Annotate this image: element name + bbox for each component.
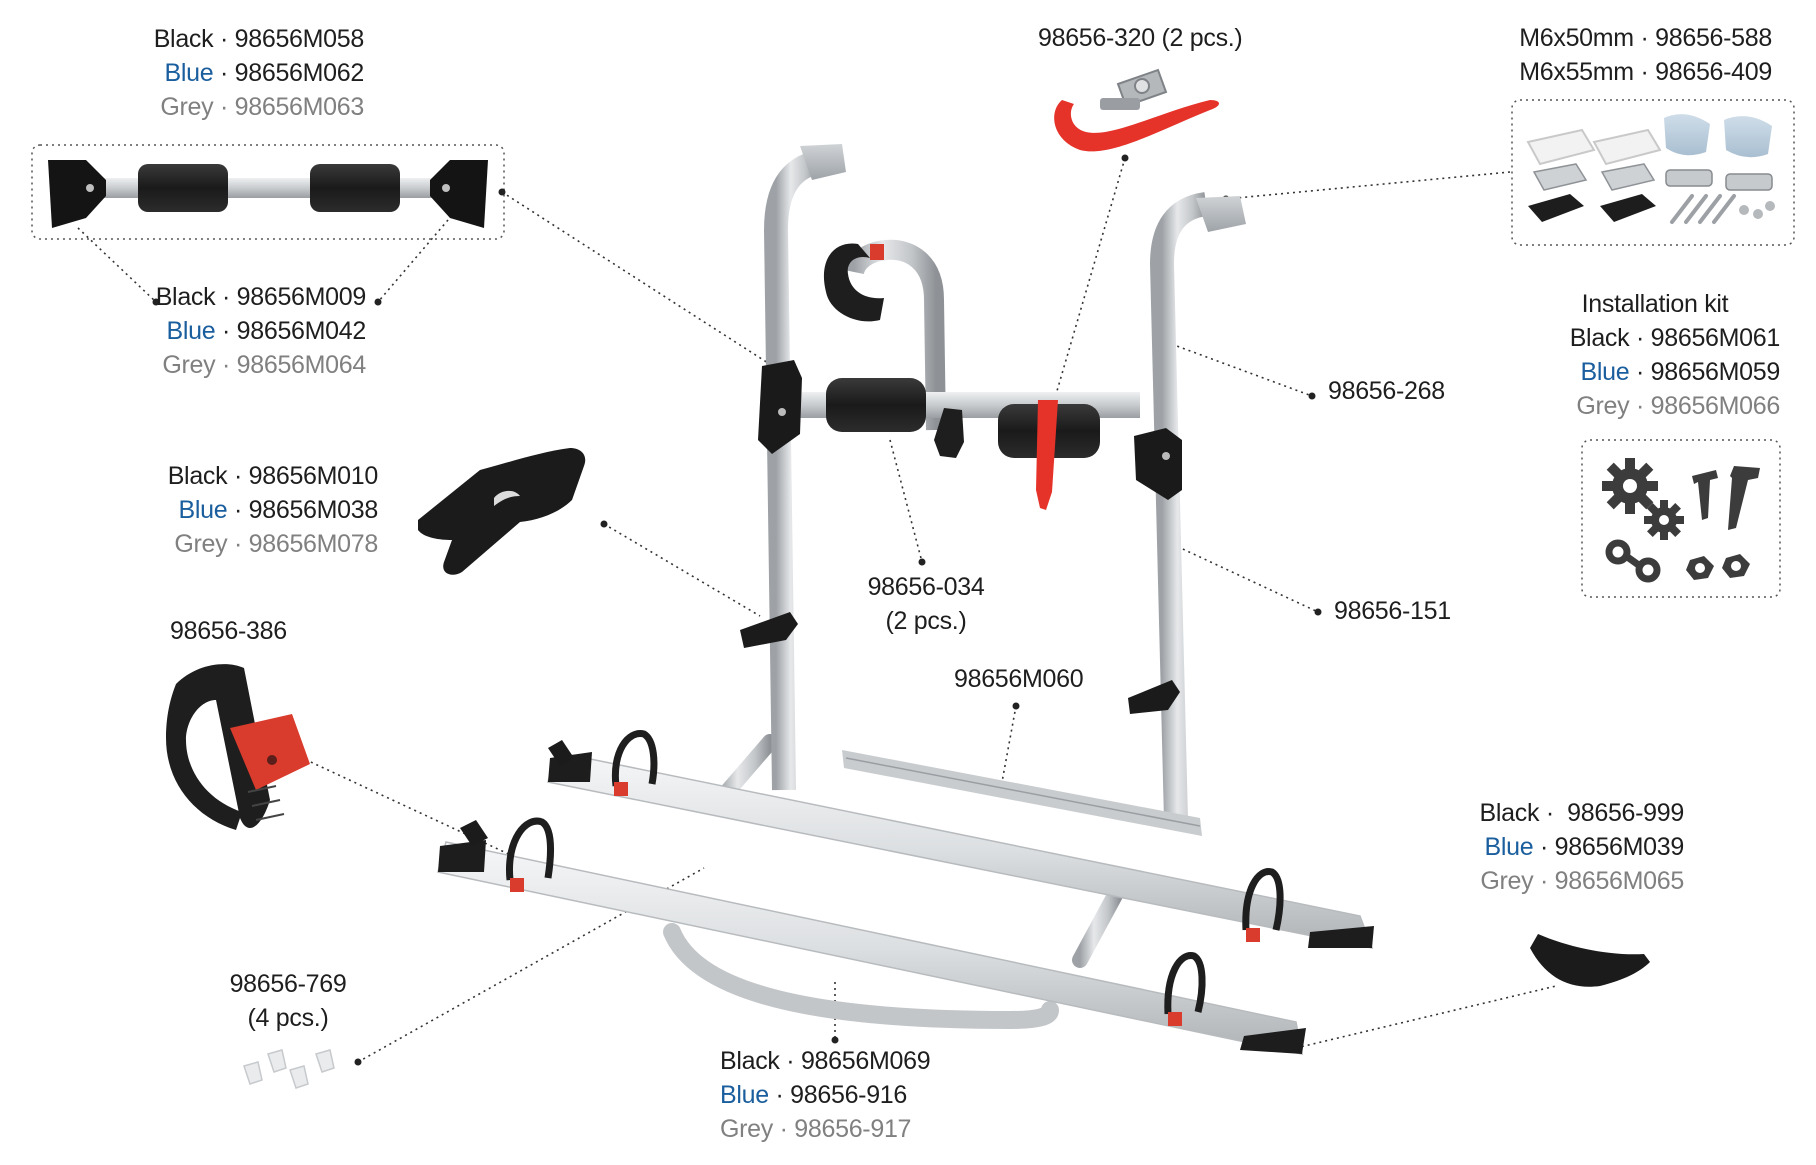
bar-ends-blue-code: · 98656M042 xyxy=(215,317,366,345)
end-caps-illustration xyxy=(243,1049,335,1089)
bike-carrier-frame-illustration xyxy=(437,144,1374,1055)
top-bar-label: Black · 98656M058 Blue · 98656M062 Grey … xyxy=(120,22,365,124)
top-bar-black-code: Black · 98656M058 xyxy=(153,25,365,53)
chain-link-icon xyxy=(1605,539,1661,583)
bar-ends-black-code: Black · 98656M009 xyxy=(155,283,367,311)
buckle-strap-label: 98656-320 (2 pcs.) xyxy=(1038,21,1243,55)
installation-kit-grey-code: Grey · 98656M066 xyxy=(1576,392,1780,420)
mounting-kit-group-frame xyxy=(1511,99,1795,246)
installation-kit-group-frame xyxy=(1581,439,1781,598)
rail-stopper-blue-code: · 98656M039 xyxy=(1533,833,1684,861)
bar-ends-grey-code: Grey · 98656M064 xyxy=(162,351,366,379)
installation-kit-blue-line: Blue · 98656M059 xyxy=(1530,355,1780,389)
installation-kit-blue-word: Blue xyxy=(1580,358,1630,386)
bar-ends-label: Black · 98656M009 Blue · 98656M042 Grey … xyxy=(122,280,367,382)
lower-frame-blue-code: · 98656-916 xyxy=(768,1081,908,1109)
wheel-strap-illustration xyxy=(166,664,310,830)
foam-pads-label: 98656-034 (2 pcs.) xyxy=(846,570,1006,638)
wheel-holder-blue-line: Blue · 98656M038 xyxy=(134,493,378,527)
lower-frame-blue-word: Blue xyxy=(720,1081,769,1109)
rail-stopper-illustration xyxy=(1530,934,1650,987)
wheel-holder-blue-code: · 98656M038 xyxy=(227,496,378,524)
gear-icon xyxy=(1602,458,1684,540)
lower-frame-blue-line: Blue · 98656-916 xyxy=(720,1078,930,1112)
screws-m6x55-code: M6x55mm · 98656-409 xyxy=(1519,58,1772,86)
rail-stopper-blue-line: Blue · 98656M039 xyxy=(1440,830,1684,864)
rail-stopper-blue-word: Blue xyxy=(1484,833,1534,861)
top-bar-blue-line: Blue · 98656M062 xyxy=(120,56,364,90)
end-caps-qty: (4 pcs.) xyxy=(247,1004,329,1032)
foam-pads-qty: (2 pcs.) xyxy=(885,607,967,635)
lower-frame-grey-code: Grey · 98656-917 xyxy=(720,1115,912,1143)
wheel-strap-code: 98656-386 xyxy=(170,617,287,645)
screw-icon xyxy=(1692,466,1760,530)
rail-stopper-black-code: Black · 98656-999 xyxy=(1479,799,1685,827)
wheel-holder-illustration xyxy=(418,448,586,575)
installation-kit-label: Installation kit Black · 98656M061 Blue … xyxy=(1530,287,1781,423)
buckle-strap-illustration xyxy=(1054,68,1219,152)
rail-stopper-grey-code: Grey · 98656M065 xyxy=(1480,867,1684,895)
nut-icon xyxy=(1686,554,1750,580)
buckle-strap-code: 98656-320 (2 pcs.) xyxy=(1038,24,1243,52)
end-caps-code: 98656-769 xyxy=(229,970,347,998)
top-bar-grey-code: Grey · 98656M063 xyxy=(160,93,364,121)
leader-lines xyxy=(77,157,1557,1063)
rail-stopper-label: Black · 98656-999 Blue · 98656M039 Grey … xyxy=(1440,796,1685,898)
lower-tube-label: 98656-151 xyxy=(1334,594,1451,628)
mounting-kit-parts-illustration xyxy=(1526,114,1775,224)
rail-connector-code: 98656M060 xyxy=(954,665,1084,693)
top-bar-group-frame xyxy=(31,144,505,240)
screws-label: M6x50mm · 98656-588 M6x55mm · 98656-409 xyxy=(1500,21,1772,89)
upper-tube-label: 98656-268 xyxy=(1328,374,1445,408)
wheel-holder-grey-code: Grey · 98656M078 xyxy=(174,530,378,558)
top-bar-blue-word: Blue xyxy=(164,59,214,87)
wheel-holder-label: Black · 98656M010 Blue · 98656M038 Grey … xyxy=(134,459,379,561)
bar-ends-blue-line: Blue · 98656M042 xyxy=(122,314,366,348)
end-caps-label: 98656-769 (4 pcs.) xyxy=(208,967,368,1035)
rail-connector-label: 98656M060 xyxy=(954,662,1084,696)
lower-tube-code: 98656-151 xyxy=(1334,597,1451,625)
top-bar-part-illustration xyxy=(48,160,488,228)
installation-kit-blue-code: · 98656M059 xyxy=(1629,358,1780,386)
installation-kit-black-code: Black · 98656M061 xyxy=(1569,324,1781,352)
wheel-holder-black-code: Black · 98656M010 xyxy=(167,462,379,490)
installation-kit-title: Installation kit xyxy=(1581,290,1729,318)
wheel-holder-blue-word: Blue xyxy=(178,496,228,524)
lower-frame-label: Black · 98656M069 Blue · 98656-916 Grey … xyxy=(720,1044,931,1146)
upper-tube-code: 98656-268 xyxy=(1328,377,1445,405)
top-bar-blue-code: · 98656M062 xyxy=(213,59,364,87)
bar-ends-blue-word: Blue xyxy=(166,317,216,345)
screws-m6x50-code: M6x50mm · 98656-588 xyxy=(1519,24,1772,52)
lower-frame-black-code: Black · 98656M069 xyxy=(720,1047,931,1075)
wheel-strap-label: 98656-386 xyxy=(170,614,287,648)
foam-pads-code: 98656-034 xyxy=(867,573,985,601)
